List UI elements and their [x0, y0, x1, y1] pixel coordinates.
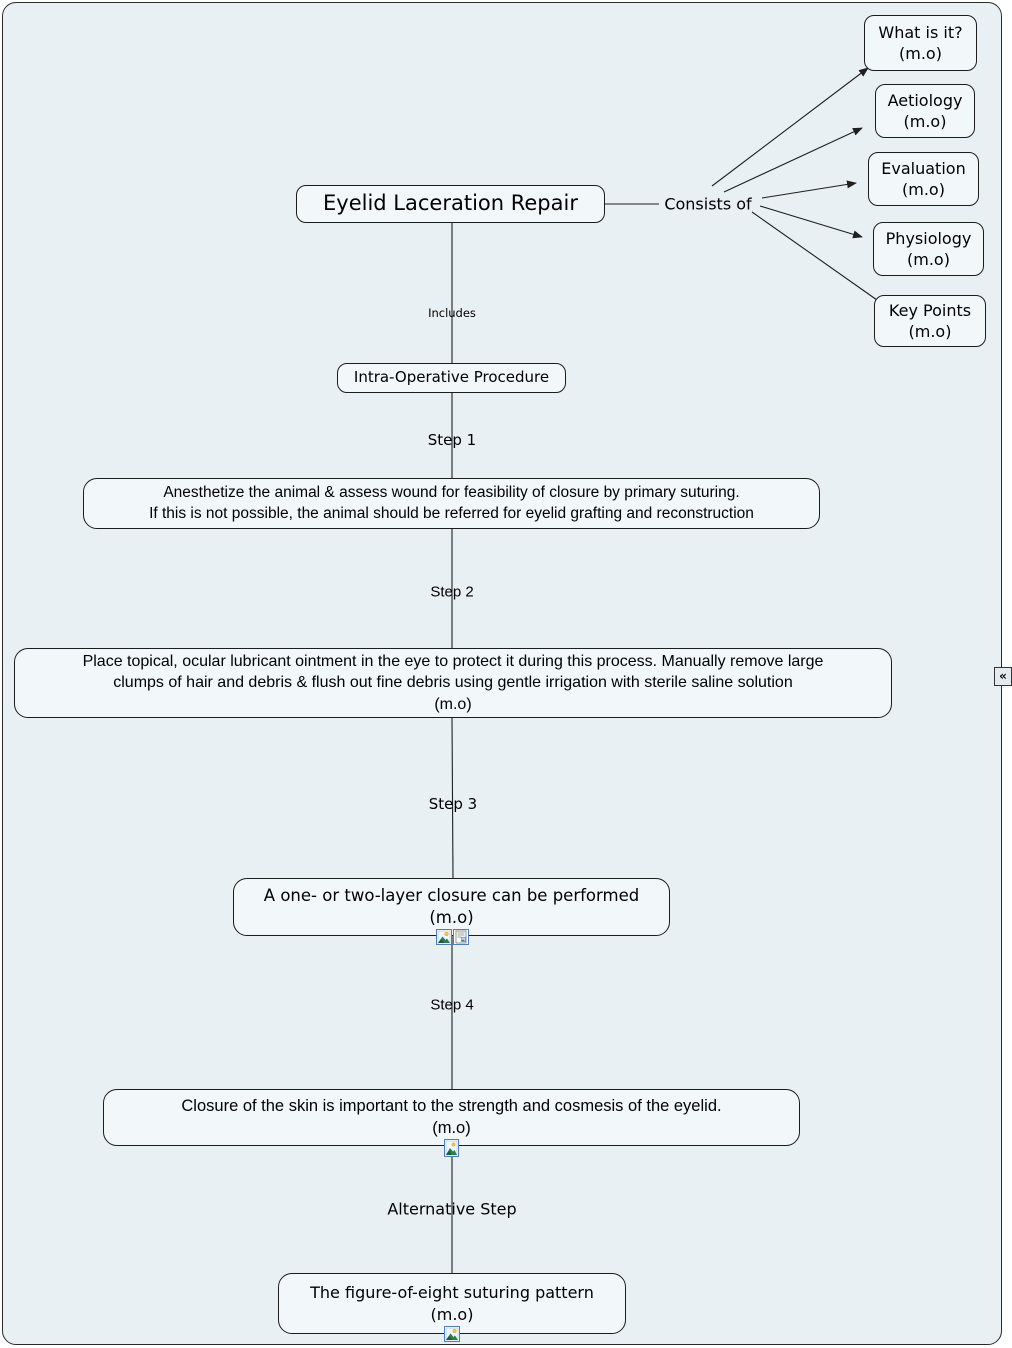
node-step-4[interactable]: Closure of the skin is important to the … — [103, 1089, 800, 1146]
image-resource-icon[interactable] — [444, 1326, 460, 1342]
node-step-3[interactable]: A one- or two-layer closure can be perfo… — [233, 878, 670, 936]
node-figure-of-eight[interactable]: The figure-of-eight suturing pattern (m.… — [278, 1273, 626, 1334]
link-label-consists-of[interactable]: Consists of — [664, 194, 752, 214]
node-what-is-it[interactable]: What is it? (m.o) — [864, 15, 977, 71]
image-resource-icon[interactable] — [444, 1139, 459, 1157]
link-label-step-1[interactable]: Step 1 — [427, 431, 477, 449]
node-physiology[interactable]: Physiology (m.o) — [873, 222, 984, 276]
link-label-step-3[interactable]: Step 3 — [428, 795, 478, 813]
node-intra-operative-procedure[interactable]: Intra-Operative Procedure — [337, 363, 566, 393]
link-label-alternative-step[interactable]: Alternative Step — [387, 1199, 517, 1219]
link-label-step-2[interactable]: Step 2 — [430, 583, 474, 601]
image-resource-icon[interactable] — [436, 929, 452, 945]
node-key-points[interactable]: Key Points (m.o) — [874, 295, 986, 347]
node-step-1[interactable]: Anesthetize the animal & assess wound fo… — [83, 478, 820, 529]
link-label-includes[interactable]: Includes — [428, 306, 476, 320]
document-resource-icon[interactable] — [453, 929, 469, 945]
panel-collapse-button[interactable]: « — [994, 667, 1012, 686]
node-step-2[interactable]: Place topical, ocular lubricant ointment… — [14, 648, 892, 718]
link-label-step-4[interactable]: Step 4 — [430, 996, 474, 1014]
node-eyelid-laceration-repair[interactable]: Eyelid Laceration Repair — [296, 185, 605, 223]
node-aetiology[interactable]: Aetiology (m.o) — [875, 84, 975, 138]
node-evaluation[interactable]: Evaluation (m.o) — [868, 152, 979, 206]
